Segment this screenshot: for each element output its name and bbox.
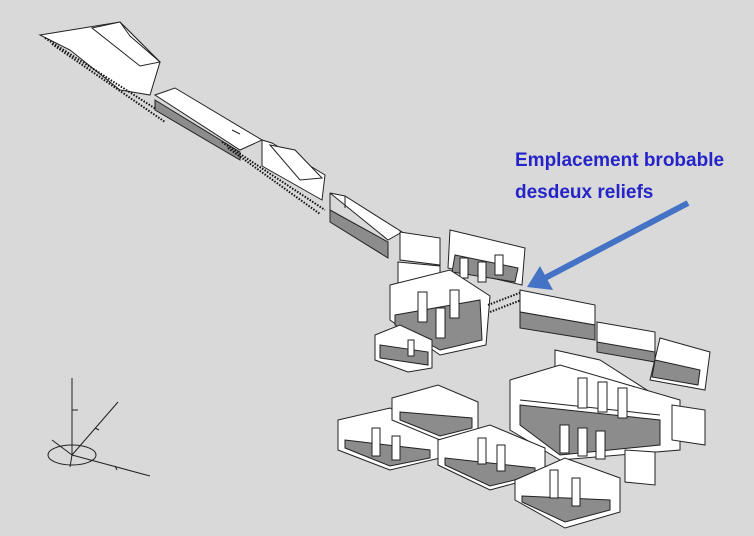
lower-corridor (487, 289, 711, 391)
x-axis (71, 454, 151, 477)
pillar (494, 254, 504, 276)
annex-east (671, 404, 706, 446)
pillar (477, 261, 487, 283)
pillar (449, 289, 460, 319)
pillar (577, 377, 588, 409)
coordinate-axes (47, 378, 151, 477)
annex-south (624, 449, 656, 486)
middle-chambers (374, 229, 526, 373)
pillar (559, 424, 570, 454)
entrance-corridor (38, 21, 403, 259)
well-shaft (399, 231, 441, 266)
lower-side-chambers (337, 384, 621, 529)
stairs-3 (487, 291, 523, 306)
corridor-4-floor (519, 311, 596, 341)
pillar (597, 381, 608, 413)
corridor-1-floor (154, 99, 241, 161)
pillar (577, 427, 588, 457)
pillar (435, 307, 446, 339)
stair-roof-2 (268, 144, 324, 181)
pillar (459, 257, 469, 279)
annotation-arrow (527, 200, 690, 290)
pillar (617, 387, 628, 419)
annotation-line-2: desdeux reliefs (515, 182, 654, 203)
pillar (595, 430, 606, 460)
entrance-stairs (44, 37, 171, 119)
arrow-head (527, 266, 553, 290)
burial-hall-complex (509, 349, 706, 486)
stairs-2 (221, 141, 326, 211)
pillar (417, 291, 428, 323)
arrow-shaft (543, 200, 690, 281)
annotation-line-1: Emplacement brobable (515, 150, 725, 171)
